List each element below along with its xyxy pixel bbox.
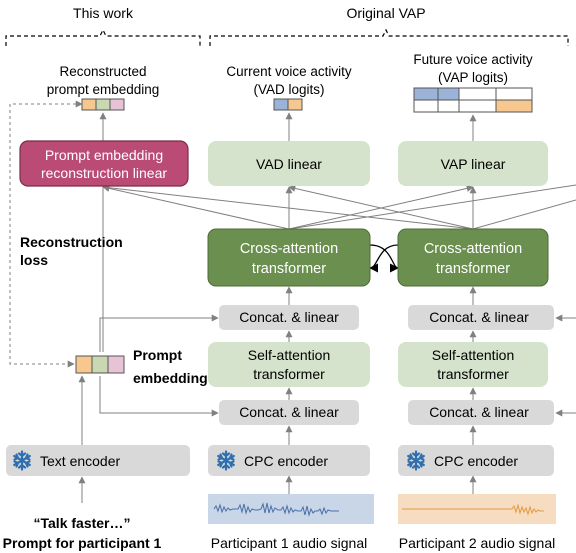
concat-linear-top-1: Concat. & linear — [219, 305, 359, 330]
vap-logits-grid — [413, 87, 533, 113]
concat-linear-top-2: Concat. & linear — [408, 305, 554, 330]
cross-attention-coupling — [369, 244, 399, 273]
cross-attention-2-label-2: transformer — [436, 261, 510, 277]
participant-1-waveform — [208, 494, 374, 524]
prompt-reconstruction-label-1: Prompt embedding — [45, 147, 163, 163]
vad-logits-vector — [273, 98, 303, 111]
brace-original-vap — [209, 28, 569, 46]
future-voice-activity-label-2: (VAP logits) — [438, 70, 508, 85]
vap-linear-block: VAP linear — [398, 141, 548, 186]
cross-attention-transformer-1: Cross-attention transformer — [207, 228, 371, 287]
prompt-for-participant-1: Prompt for participant 1 — [3, 535, 162, 551]
connections — [78, 112, 576, 503]
prompt-quote: “Talk faster…” — [34, 515, 131, 531]
self-attention-transformer-2: Self-attention transformer — [398, 342, 548, 387]
self-attention-1-label-1: Self-attention — [248, 347, 331, 363]
cross-attention-transformer-2: Cross-attention transformer — [397, 228, 549, 287]
cross-attention-2-label-1: Cross-attention — [424, 241, 522, 257]
concat-linear-top-2-label: Concat. & linear — [429, 309, 529, 325]
participant-1-audio-label: Participant 1 audio signal — [211, 535, 367, 551]
brace-this-work — [5, 28, 201, 46]
cpc-encoder-1-label: CPC encoder — [244, 453, 328, 469]
reconstructed-embedding-label-1: Reconstructed — [59, 64, 146, 79]
vap-linear-label: VAP linear — [441, 156, 506, 172]
self-attention-2-label-2: transformer — [437, 366, 509, 382]
prompt-embedding-label-1: Prompt — [133, 347, 182, 363]
prompt-reconstruction-linear-block: Prompt embedding reconstruction linear — [19, 140, 189, 187]
prompt-embedding-label-2: embedding — [133, 370, 208, 386]
section-label-original-vap: Original VAP — [346, 5, 425, 21]
cpc-encoder-block-1: CPC encoder — [208, 445, 370, 476]
reconstructed-embedding-label-2: prompt embedding — [47, 82, 160, 97]
cpc-encoder-block-2: CPC encoder — [398, 445, 554, 476]
reconstruction-loss-connector — [9, 100, 83, 368]
future-voice-activity-label-1: Future voice activity — [413, 52, 533, 67]
vad-linear-block: VAD linear — [208, 141, 370, 186]
cross-attention-1-label-2: transformer — [252, 261, 326, 277]
prompt-embedding-vector — [75, 355, 125, 374]
self-attention-transformer-1: Self-attention transformer — [208, 342, 370, 387]
reconstruction-loss-label-2: loss — [20, 252, 48, 268]
participant-2-waveform — [398, 494, 556, 524]
vad-linear-label: VAD linear — [256, 156, 322, 172]
reconstruction-loss-label-1: Reconstruction — [20, 234, 123, 250]
text-encoder-block: Text encoder — [6, 445, 190, 476]
concat-linear-top-1-label: Concat. & linear — [239, 309, 339, 325]
concat-linear-bottom-1: Concat. & linear — [219, 400, 359, 425]
concat-linear-bottom-1-label: Concat. & linear — [239, 404, 339, 420]
text-encoder-label: Text encoder — [40, 453, 120, 469]
cpc-encoder-2-label: CPC encoder — [434, 453, 518, 469]
concat-linear-bottom-2: Concat. & linear — [408, 400, 554, 425]
current-voice-activity-label-1: Current voice activity — [226, 64, 352, 79]
cross-attention-1-label-1: Cross-attention — [240, 241, 338, 257]
prompt-reconstruction-label-2: reconstruction linear — [41, 165, 167, 181]
self-attention-1-label-2: transformer — [253, 366, 325, 382]
concat-linear-bottom-2-label: Concat. & linear — [429, 404, 529, 420]
reconstructed-embedding-vector — [81, 98, 125, 111]
section-label-this-work: This work — [73, 5, 134, 21]
self-attention-2-label-1: Self-attention — [432, 347, 515, 363]
current-voice-activity-label-2: (VAD logits) — [253, 82, 324, 97]
participant-2-audio-label: Participant 2 audio signal — [399, 535, 555, 551]
